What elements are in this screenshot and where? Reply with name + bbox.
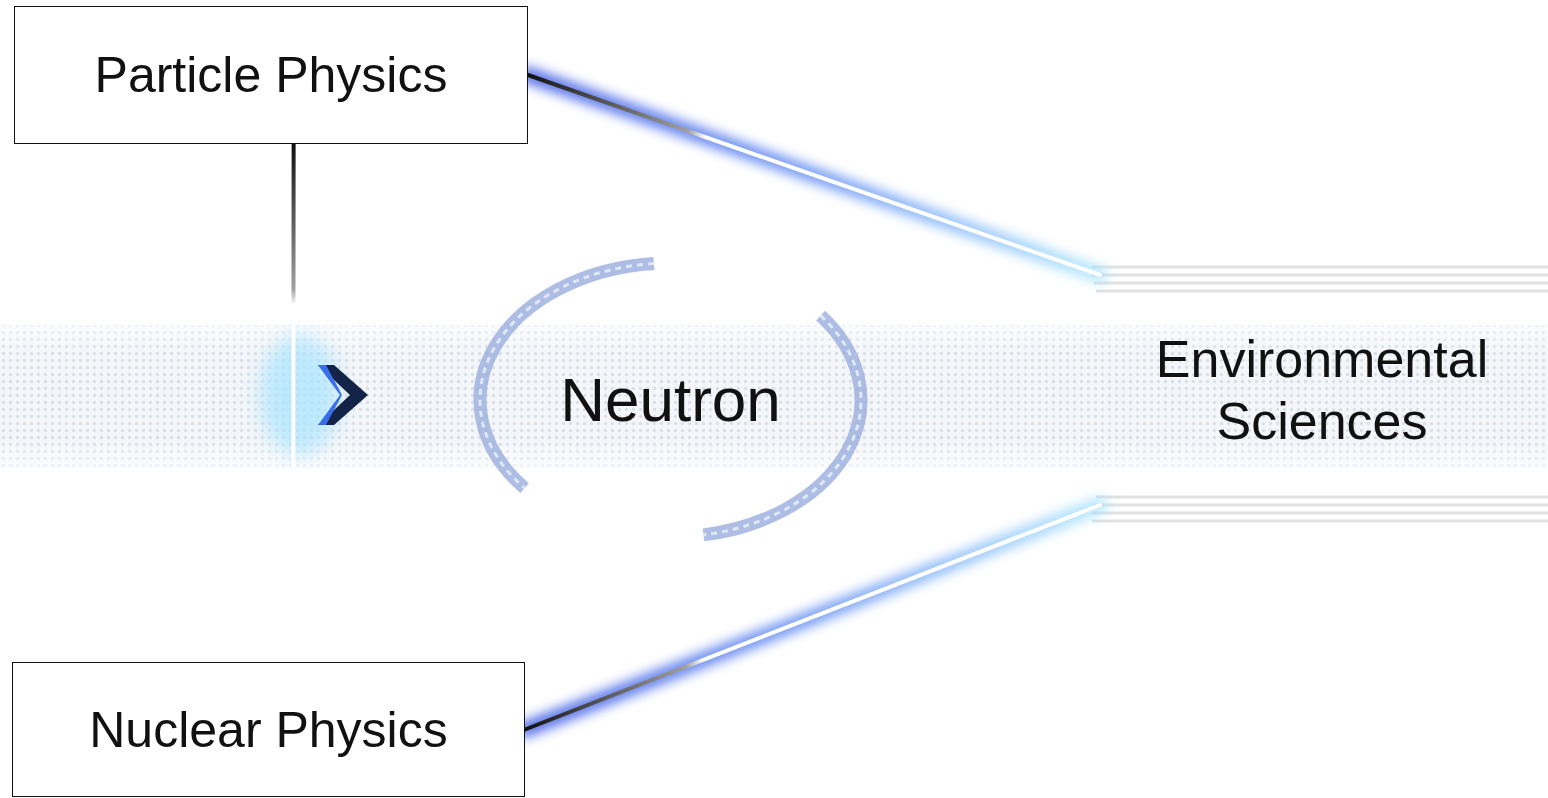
chevron-highlight xyxy=(318,365,342,425)
glowing-connector xyxy=(291,144,295,662)
connector-glow xyxy=(528,75,1100,275)
dotted-band-pattern xyxy=(0,325,1548,468)
grey-stripes xyxy=(1092,267,1548,521)
glowing-connector xyxy=(528,75,1100,275)
node-label: Particle Physics xyxy=(95,45,448,105)
target-field: Environmental Sciences xyxy=(1100,275,1544,505)
neutron-ring: Neutron xyxy=(468,255,873,545)
node-label: Neutron xyxy=(560,363,781,437)
connector-glow xyxy=(285,144,301,662)
connector-glow xyxy=(525,505,1100,730)
node-label: Environmental Sciences xyxy=(1110,328,1534,453)
dotted-band-fade xyxy=(0,325,1548,468)
field-box: Particle Physics xyxy=(14,6,528,144)
dotted-band xyxy=(0,325,1548,468)
field-box: Nuclear Physics xyxy=(12,662,525,797)
glowing-connector xyxy=(525,505,1100,730)
node-label: Nuclear Physics xyxy=(89,700,447,760)
chevron-symbol xyxy=(318,365,368,425)
